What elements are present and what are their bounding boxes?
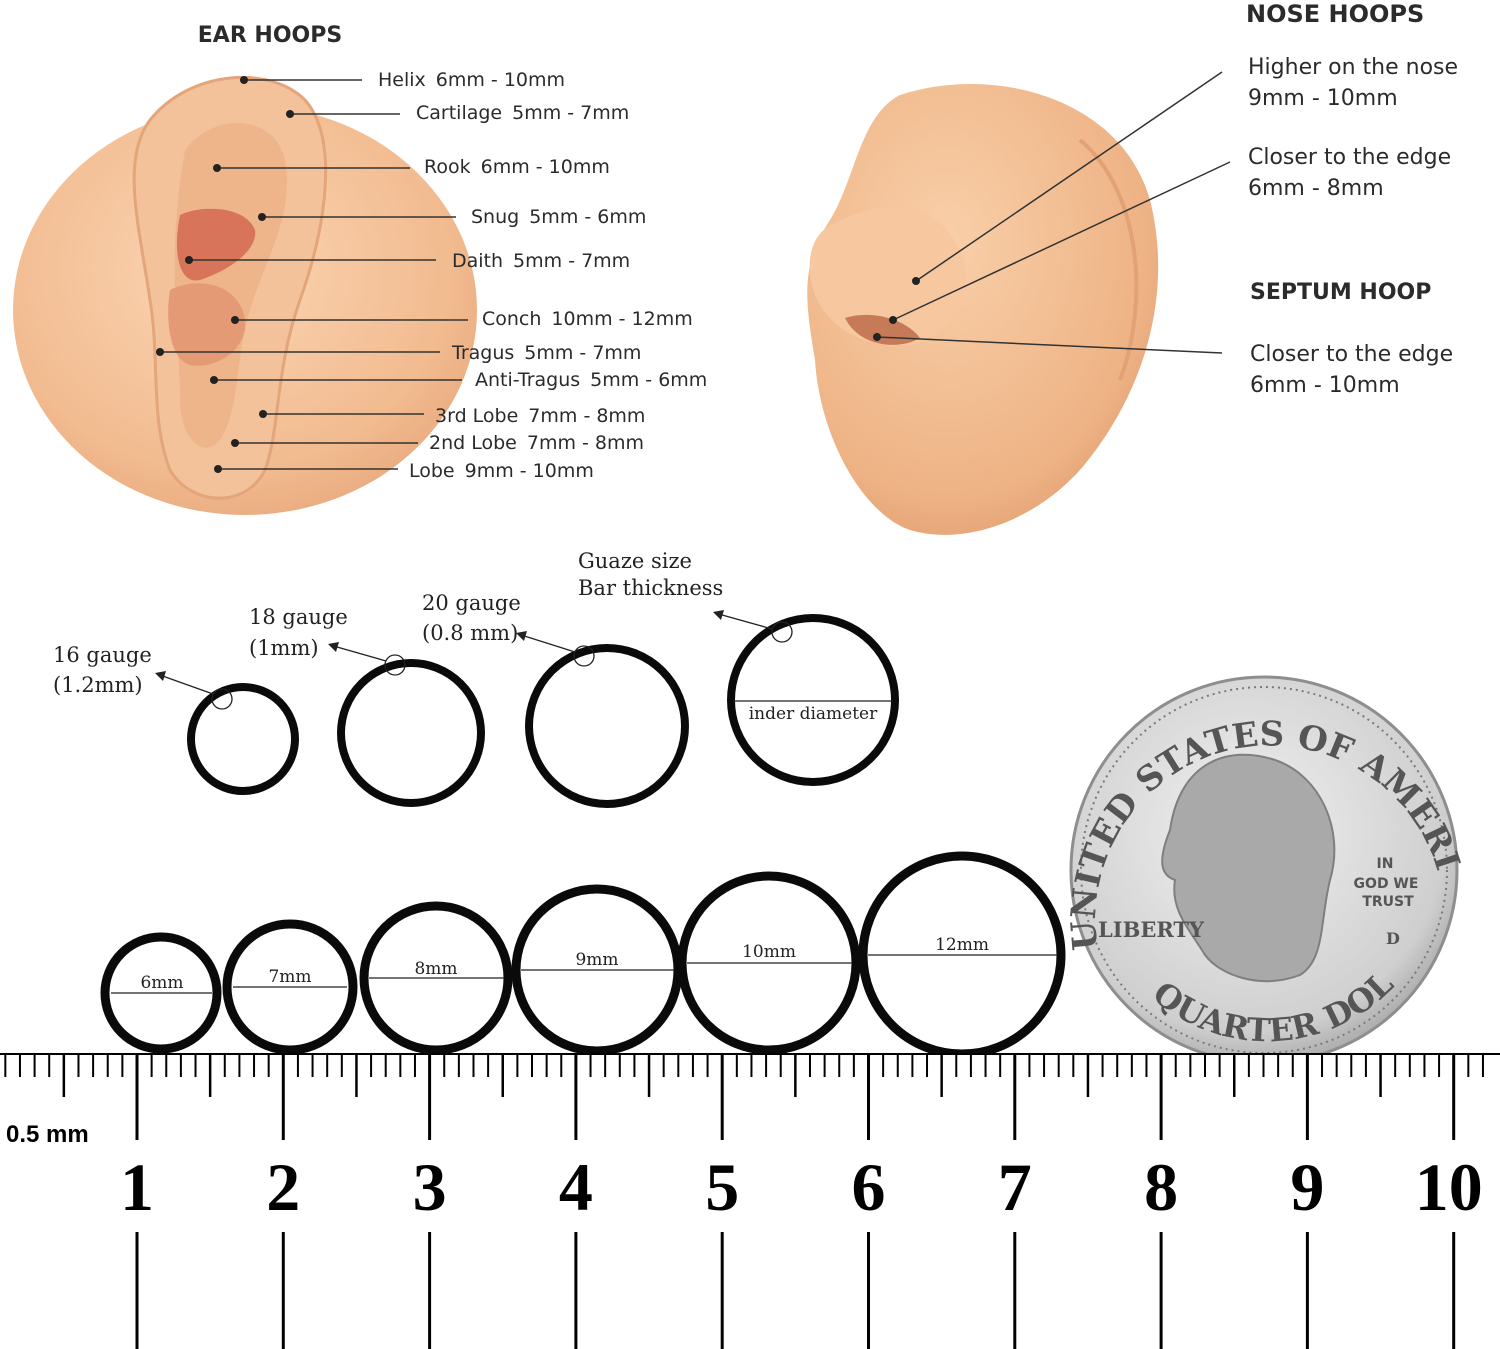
ear-dots: [156, 76, 294, 473]
ruler-number-10: 10: [1415, 1149, 1483, 1225]
gauge-20-size: (0.8 mm): [422, 621, 518, 645]
ring-6mm-label: 6mm: [140, 973, 183, 993]
nose-edge-label: Closer to the edge: [1248, 145, 1451, 170]
gauge-16-size: (1.2mm): [53, 673, 143, 697]
gauge-16-name: 16 gauge: [53, 643, 152, 667]
coin-mint-mark: D: [1386, 929, 1400, 948]
gauge-rings: [187, 614, 899, 808]
ring-9mm-label: 9mm: [575, 950, 618, 970]
gauge-18-name: 18 gauge: [249, 605, 348, 629]
ruler-number-6: 6: [852, 1149, 886, 1225]
gauge-size-subtitle: Bar thickness: [578, 576, 723, 600]
ruler-number-8: 8: [1144, 1149, 1178, 1225]
nose-hoops-title: NOSE HOOPS: [1246, 0, 1424, 28]
coin-motto-in: IN: [1377, 856, 1394, 872]
nose-dots: [873, 277, 920, 341]
nose-edge-size: 6mm - 8mm: [1248, 176, 1384, 201]
ear-illustration: [13, 75, 477, 515]
ruler-number-9: 9: [1290, 1149, 1324, 1225]
coin-motto-god-we: GOD WE: [1354, 876, 1419, 892]
ruler-number-1: 1: [120, 1149, 154, 1225]
ruler: 0.5 mm 1 2 3 4 5 6 7 8 9 10: [0, 1053, 1500, 1349]
ruler-ticks: [4, 1055, 1484, 1349]
ear-leaders: [160, 79, 468, 470]
gauge-18-size: (1mm): [249, 636, 319, 660]
septum-size: 6mm - 10mm: [1250, 373, 1400, 398]
size-diameters: [111, 954, 1057, 994]
ruler-unit-label: 0.5 mm: [6, 1121, 89, 1148]
ruler-number-5: 5: [705, 1149, 739, 1225]
ruler-number-3: 3: [413, 1149, 447, 1225]
coin-motto-trust: TRUST: [1362, 894, 1414, 910]
gauge-arrowheads: [155, 610, 724, 681]
gauge-markers: [156, 612, 893, 710]
coin-liberty: LIBERTY: [1098, 917, 1205, 942]
gauge-20-name: 20 gauge: [422, 591, 521, 615]
ring-8mm-label: 8mm: [414, 959, 457, 979]
ring-7mm-label: 7mm: [268, 967, 311, 987]
size-rings: [100, 851, 1066, 1059]
ring-10mm-label: 10mm: [742, 942, 796, 962]
ear-hoops-title: EAR HOOPS: [198, 23, 342, 48]
septum-hoop-title: SEPTUM HOOP: [1250, 280, 1431, 305]
inner-diameter-label: inder diameter: [749, 704, 878, 724]
ruler-number-2: 2: [266, 1149, 300, 1225]
nose-higher-label: Higher on the nose: [1248, 55, 1458, 80]
nose-higher-size: 9mm - 10mm: [1248, 86, 1398, 111]
ruler-numbers: 1 2 3 4 5 6 7 8 9 10: [120, 1149, 1483, 1225]
septum-label: Closer to the edge: [1250, 342, 1453, 367]
gauge-size-title: Guaze size: [578, 549, 692, 573]
nose-leaders: [876, 71, 1231, 354]
ruler-number-4: 4: [559, 1149, 593, 1225]
ring-12mm-label: 12mm: [935, 935, 989, 955]
ruler-number-7: 7: [998, 1149, 1032, 1225]
